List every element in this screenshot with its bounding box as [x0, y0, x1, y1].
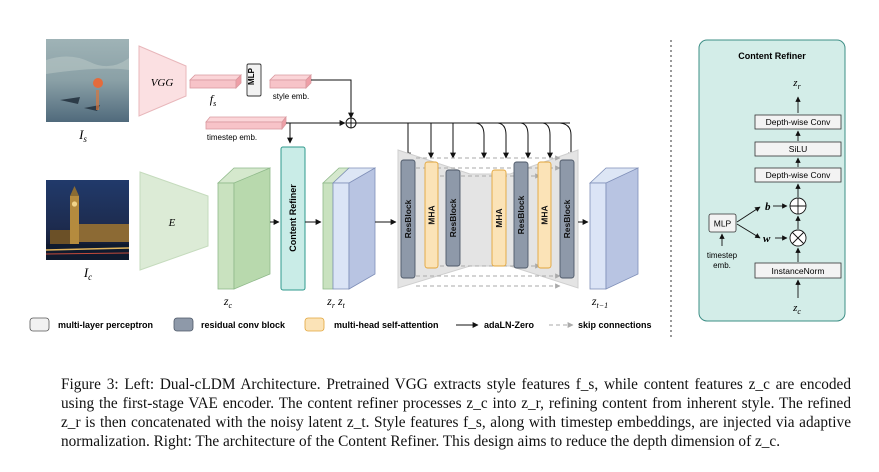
unet-block-resblock-0 — [400, 159, 416, 279]
content-refiner-label: Content Refiner — [288, 184, 298, 252]
unet-hourglass — [397, 149, 579, 289]
refiner-layer-depthwise-conv-bottom — [754, 167, 842, 183]
refiner-layer-depthwise-conv-top-label: Depth-wise Conv — [766, 117, 831, 127]
legend-swatch-mlp — [29, 317, 50, 332]
refiner-layer-instancenorm-label: InstanceNorm — [772, 266, 825, 276]
vgg-label: VGG — [151, 77, 174, 89]
content-image — [45, 180, 130, 260]
refiner-layer-silu-label: SiLU — [789, 144, 807, 154]
legend-swatch-resconv — [173, 317, 194, 332]
zc-label: zc — [223, 294, 233, 310]
style-to-plus-arrow — [311, 79, 354, 119]
legend-swatch-mha — [304, 317, 325, 332]
unet-block-resblock-4 — [513, 161, 529, 269]
refiner-layer-instancenorm — [754, 262, 842, 279]
content-refiner-box — [280, 146, 306, 291]
unet-block-resblock-2 — [445, 169, 461, 267]
figure-caption-label: Figure 3: — [61, 376, 119, 393]
refiner-b-label: b — [765, 201, 771, 213]
legend: multi-layer perceptron residual conv blo… — [29, 317, 652, 332]
refiner-layer-depthwise-conv-bottom-label: Depth-wise Conv — [766, 170, 831, 180]
refiner-mlp-label: MLP — [714, 219, 732, 229]
refiner-mlp-box — [708, 213, 737, 233]
unet-block-label-3: MHA — [494, 208, 504, 227]
legend-text-mlp: multi-layer perceptron — [58, 320, 153, 330]
refiner-w-label: w — [763, 233, 771, 245]
mlp-vertical-box — [246, 63, 262, 97]
unet-block-resblock-6 — [559, 159, 575, 279]
encoder-label: E — [168, 217, 176, 229]
vgg-encoder — [138, 45, 187, 117]
content-image-label: Ic — [83, 265, 92, 282]
unet-block-mha-1 — [424, 161, 439, 269]
zt-minus-1-label: zt−1 — [591, 294, 608, 310]
refiner-layer-depthwise-conv-top — [754, 114, 842, 130]
unet-block-label-6: ResBlock — [562, 199, 572, 238]
style-image-label: Is — [78, 127, 87, 144]
vae-encoder — [139, 171, 209, 271]
style-emb-box — [269, 74, 312, 89]
zc-latent — [216, 167, 272, 290]
refiner-input-label: zc — [792, 302, 801, 316]
unet-block-label-5: MHA — [540, 205, 550, 224]
refiner-layer-silu — [754, 141, 842, 157]
unet-blocks: ResBlock MHA ResBlock MHA ResBlock MHA ResBloc… — [400, 159, 575, 279]
zt-latent — [331, 167, 377, 290]
condition-arrows — [405, 122, 574, 159]
zt-minus-1-latent — [588, 167, 640, 290]
timestep-emb-box — [205, 115, 287, 131]
legend-text-resconv: residual conv block — [201, 320, 286, 330]
legend-text-skip: skip connections — [578, 320, 652, 330]
unet-block-label-1: MHA — [427, 205, 437, 224]
mlp-vertical-label: MLP — [247, 67, 256, 85]
figure-caption-text: Left: Dual-cLDM Architecture. Pretrained… — [61, 376, 851, 450]
fs-feature-box — [189, 74, 242, 89]
fs-label: fs — [210, 92, 216, 108]
figure-caption: Figure 3: Left: Dual-cLDM Architecture. … — [61, 375, 851, 451]
unet-block-mha-5 — [537, 161, 552, 269]
unet-block-label-2: ResBlock — [448, 198, 458, 237]
unet-block-label-4: ResBlock — [516, 195, 526, 234]
timestep-emb-label: timestep emb. — [207, 133, 257, 142]
style-image — [46, 39, 129, 122]
refiner-output-label: zr — [792, 77, 801, 91]
unet-block-mha-3 — [491, 169, 507, 267]
legend-text-adaln: adaLN-Zero — [484, 320, 535, 330]
unet-block-label-0: ResBlock — [403, 199, 413, 238]
legend-text-mha: multi-head self-attention — [334, 320, 439, 330]
refiner-panel-title: Content Refiner — [738, 51, 806, 61]
style-emb-label: style emb. — [273, 92, 309, 101]
